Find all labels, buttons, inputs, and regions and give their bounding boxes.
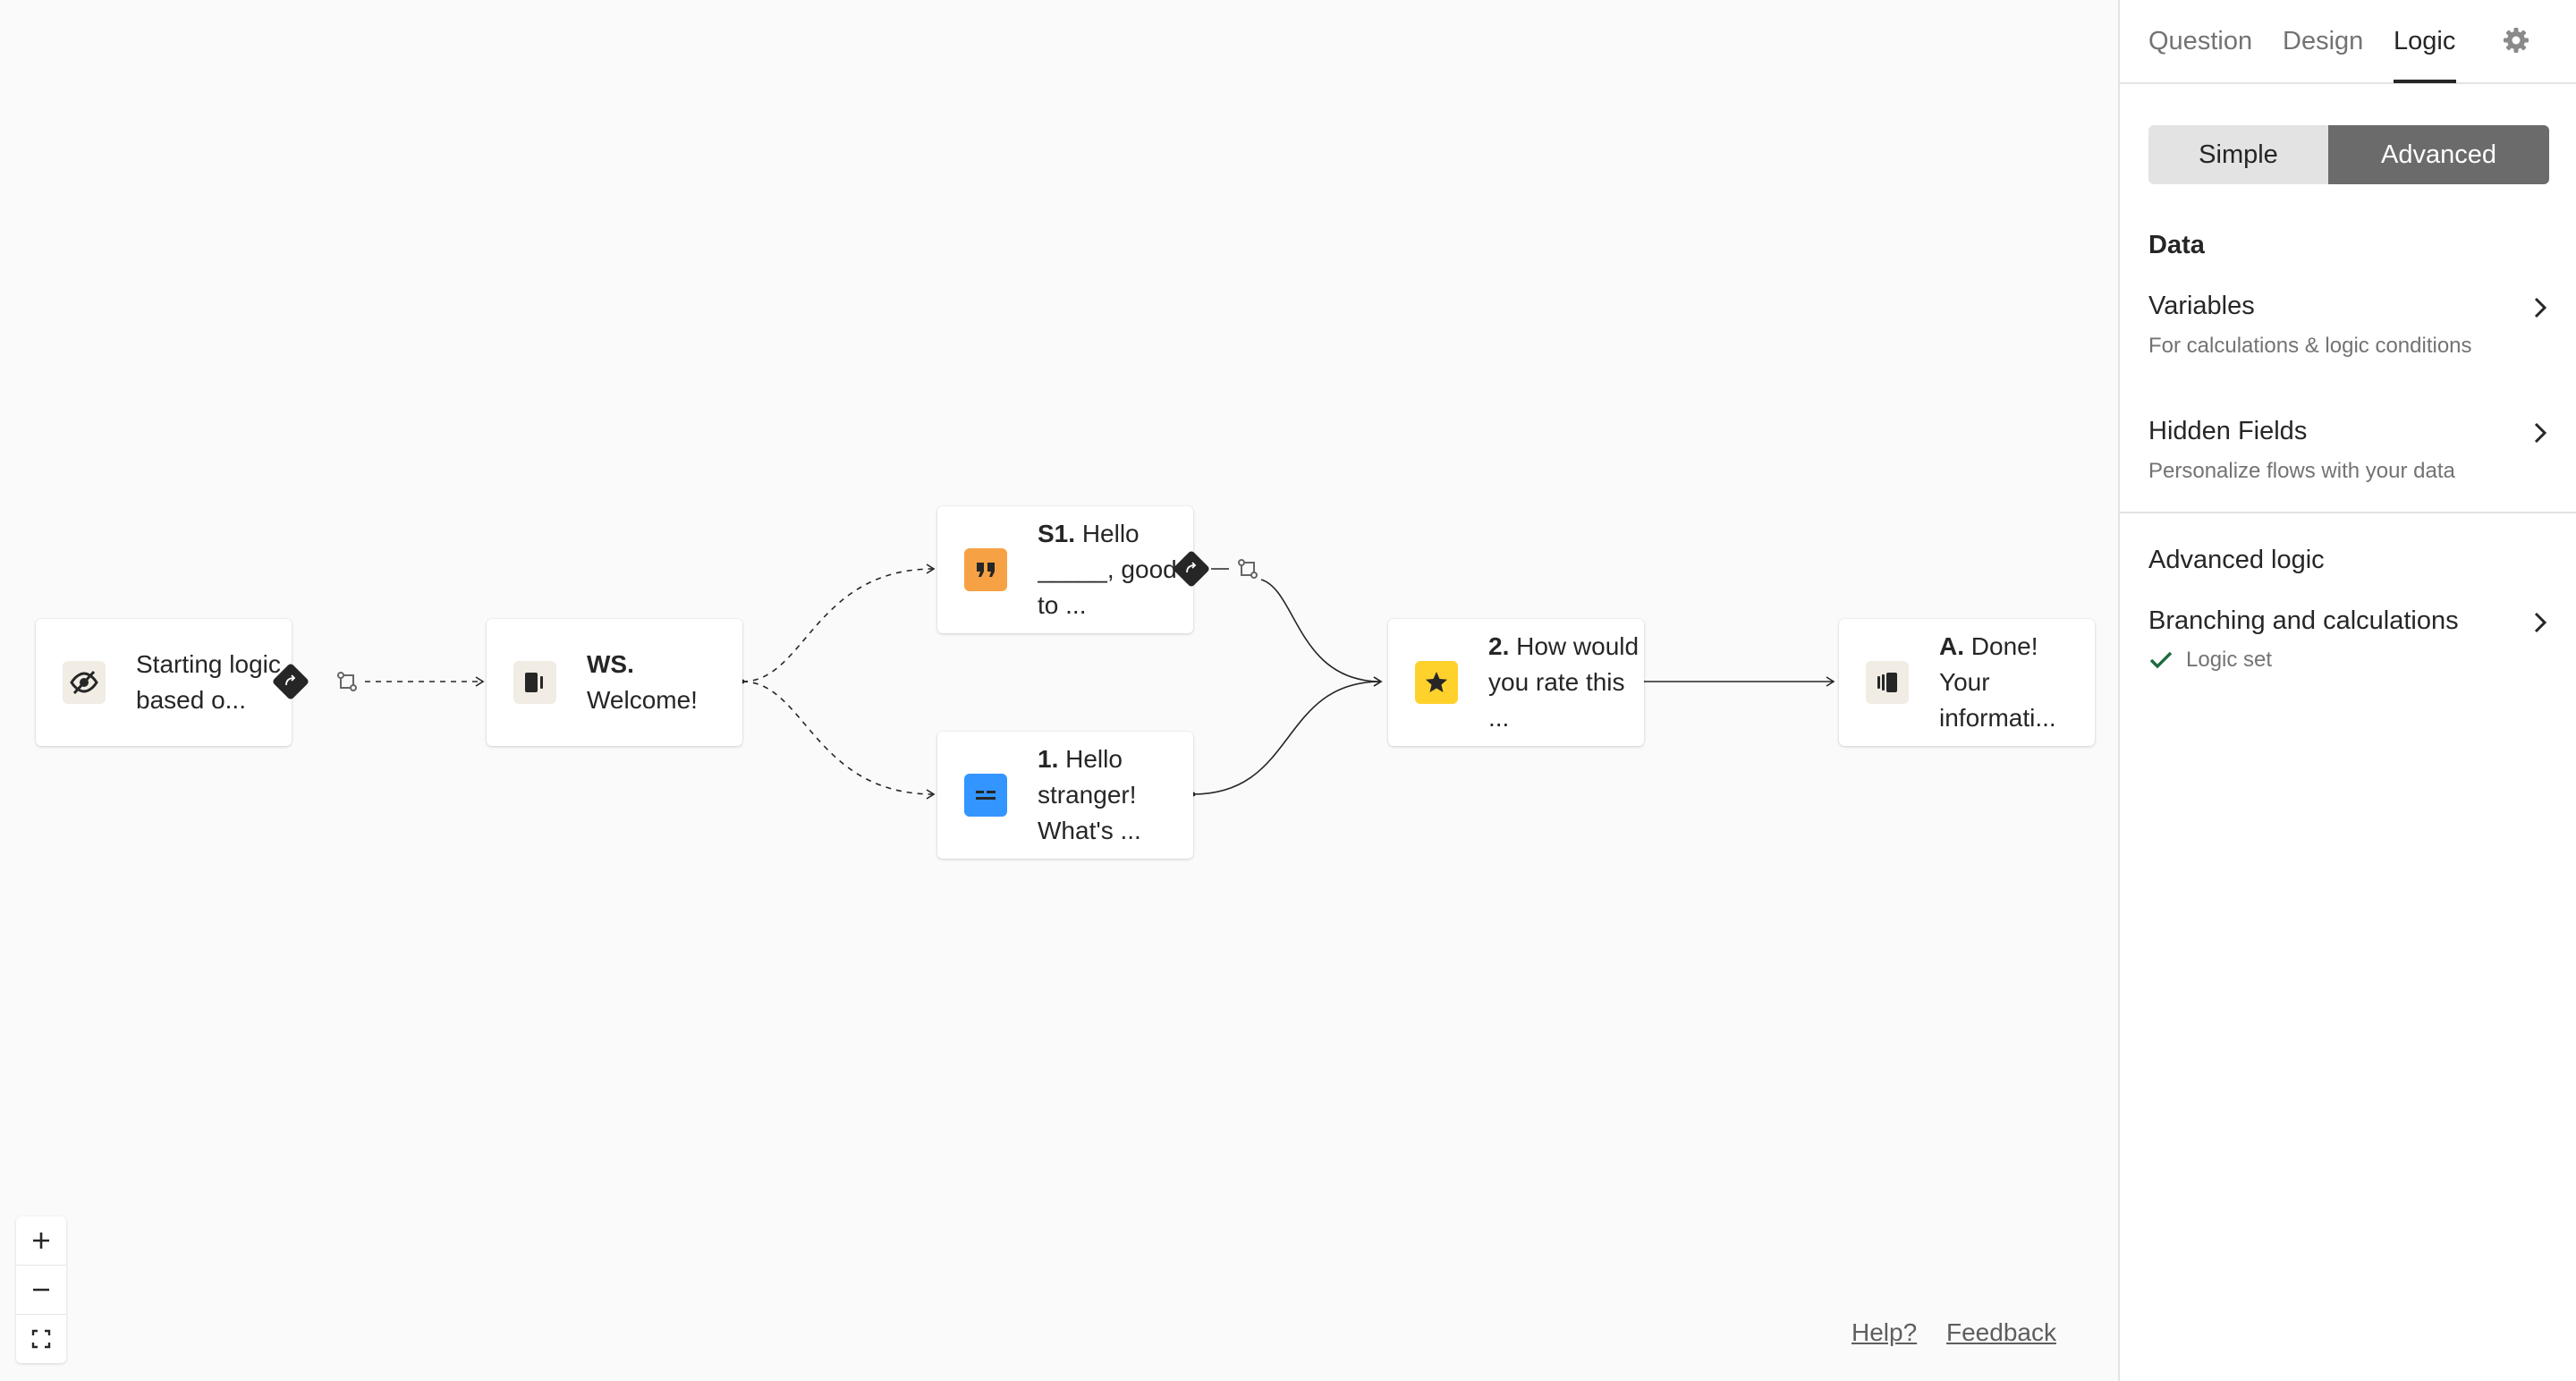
hidden-fields-label: Hidden Fields: [2148, 417, 2308, 445]
short-text-icon: [964, 774, 1007, 817]
add-branch-icon[interactable]: [1236, 557, 1259, 580]
section-divider: [2120, 512, 2576, 513]
tab-logic[interactable]: Logic: [2394, 27, 2456, 55]
variables-label: Variables: [2148, 292, 2255, 320]
node-label: 1. Hello stranger! What's ...: [1038, 745, 1141, 844]
logic-side-panel: Question Design Logic Simple Advanced Da…: [2118, 0, 2576, 1381]
flow-node-question-1[interactable]: 1. Hello stranger! What's ...: [937, 732, 1193, 859]
variables-row[interactable]: Variables For calculations & logic condi…: [2148, 292, 2549, 359]
zoom-out-icon: [33, 1288, 49, 1292]
check-icon: [2149, 651, 2173, 669]
logic-map-canvas[interactable]: Starting logic based o... WS.Welcome! S1…: [0, 0, 2118, 1381]
tab-question[interactable]: Question: [2148, 27, 2253, 55]
flow-edges: [365, 563, 1835, 800]
data-section-title: Data: [2148, 231, 2205, 259]
chevron-right-icon: [2534, 297, 2547, 318]
hidden-fields-description: Personalize flows with your data: [2148, 459, 2455, 483]
simple-mode-button[interactable]: Simple: [2148, 125, 2328, 184]
ending-screen-icon: [1866, 661, 1909, 704]
help-link[interactable]: Help?: [1852, 1318, 1918, 1346]
flow-node-statement[interactable]: S1. Hello _____, good to ...: [937, 506, 1193, 633]
fit-view-button[interactable]: [16, 1315, 66, 1363]
branch-diamond-s1[interactable]: [1172, 549, 1211, 589]
flow-node-start[interactable]: Starting logic based o...: [36, 619, 292, 746]
node-label: A. Done! Your informati...: [1939, 632, 2056, 732]
zoom-in-button[interactable]: [16, 1216, 66, 1266]
eye-slash-icon: [63, 661, 106, 704]
flow-node-welcome[interactable]: WS.Welcome!: [487, 619, 742, 746]
chevron-right-icon: [2534, 422, 2547, 444]
node-label: WS.Welcome!: [587, 650, 698, 714]
zoom-controls: [16, 1216, 66, 1363]
branching-calculations-label: Branching and calculations: [2148, 606, 2459, 635]
flow-node-ending-a[interactable]: A. Done! Your informati...: [1839, 619, 2095, 746]
variables-description: For calculations & logic conditions: [2148, 334, 2472, 358]
edge-ws-q1: [741, 681, 936, 800]
gear-icon[interactable]: [2501, 25, 2531, 60]
zoom-out-button[interactable]: [16, 1266, 66, 1315]
star-icon: [1415, 661, 1458, 704]
logic-set-status: Logic set: [2148, 648, 2272, 673]
tab-design[interactable]: Design: [2283, 27, 2364, 55]
edge-q1-q2: [1192, 676, 1383, 795]
advanced-logic-title: Advanced logic: [2148, 546, 2325, 574]
edge-ws-s1: [741, 563, 936, 682]
active-tab-indicator: [2394, 80, 2456, 83]
advanced-mode-button[interactable]: Advanced: [2328, 125, 2549, 184]
flow-node-question-2[interactable]: 2. How would you rate this ...: [1388, 619, 1644, 746]
node-label: 2. How would you rate this ...: [1488, 632, 1640, 732]
fit-view-icon: [31, 1329, 51, 1349]
quote-icon: [964, 548, 1007, 591]
branching-calculations-row[interactable]: Branching and calculations: [2148, 606, 2549, 636]
zoom-in-icon: [33, 1233, 49, 1249]
branch-diamond-start[interactable]: [271, 662, 310, 701]
feedback-link[interactable]: Feedback: [1946, 1318, 2056, 1346]
node-label: Starting logic based o...: [136, 650, 281, 714]
node-label: S1. Hello _____, good to ...: [1038, 520, 1177, 619]
logic-mode-toggle: Simple Advanced: [2148, 125, 2549, 184]
add-branch-icon[interactable]: [335, 670, 359, 693]
welcome-screen-icon: [513, 661, 556, 704]
hidden-fields-row[interactable]: Hidden Fields Personalize flows with you…: [2148, 417, 2549, 484]
chevron-right-icon: [2534, 612, 2547, 633]
edge-s1-q2: [1260, 579, 1383, 687]
panel-tabs: Question Design Logic: [2120, 0, 2576, 84]
